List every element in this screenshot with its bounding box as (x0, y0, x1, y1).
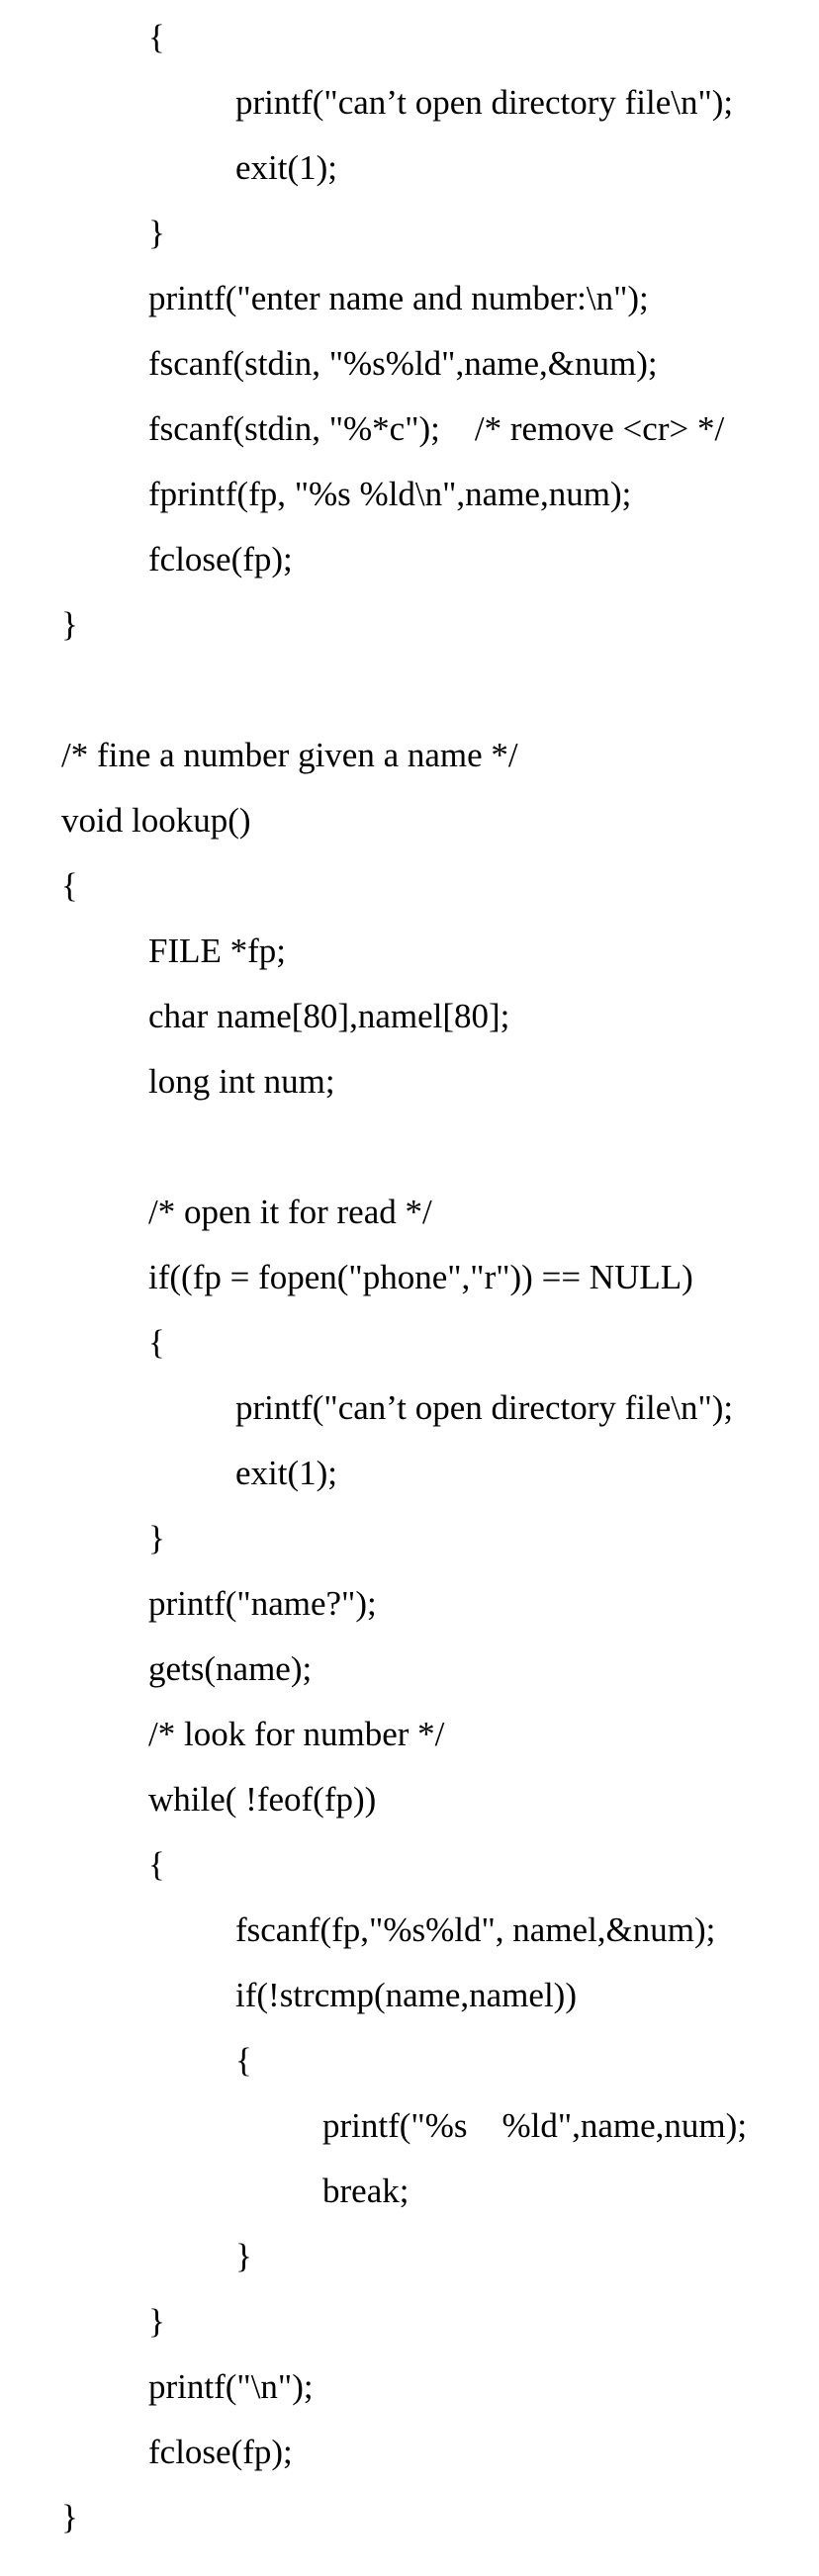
code-line: fscanf(fp,"%s%ld", namel,&num); (235, 1910, 716, 1949)
code-line: if((fp = fopen("phone","r")) == NULL) (148, 1258, 693, 1296)
code-line: exit(1); (235, 148, 338, 187)
code-line: fscanf(stdin, "%*c"); /* remove <cr> */ (148, 409, 725, 448)
code-line: } (61, 605, 78, 644)
code-line: fclose(fp); (148, 540, 293, 578)
code-line: long int num; (148, 1062, 335, 1101)
code-line: printf("can’t open directory file\n"); (235, 1388, 734, 1427)
code-line: } (61, 2498, 78, 2536)
code-line: { (235, 2041, 252, 2080)
code-line: fclose(fp); (148, 2433, 293, 2471)
code-line: } (148, 1519, 165, 1557)
code-line: fscanf(stdin, "%s%ld",name,&num); (148, 344, 658, 383)
code-line: /* open it for read */ (148, 1193, 432, 1231)
code-line: { (148, 18, 165, 56)
code-line: { (148, 1323, 165, 1362)
code-line: char name[80],namel[80]; (148, 997, 510, 1035)
code-line: printf("can’t open directory file\n"); (235, 83, 734, 122)
code-line: /* look for number */ (148, 1715, 445, 1753)
code-line: void lookup() (61, 801, 251, 840)
code-line: printf("%s %ld",name,num); (322, 2106, 748, 2145)
code-line: printf("enter name and number:\n"); (148, 279, 649, 317)
code-line: exit(1); (235, 1454, 338, 1492)
code-line: FILE *fp; (148, 932, 287, 970)
code-line: while( !feof(fp)) (148, 1780, 377, 1819)
code-line: { (148, 1845, 165, 1884)
code-line: printf("\n"); (148, 2367, 314, 2406)
code-line: gets(name); (148, 1649, 313, 1688)
code-line: fprintf(fp, "%s %ld\n",name,num); (148, 475, 632, 513)
code-line: } (148, 2302, 165, 2341)
code-line: printf("name?"); (148, 1584, 377, 1623)
code-line: if(!strcmp(name,namel)) (235, 1976, 577, 2014)
code-line: break; (322, 2172, 410, 2210)
code-line: { (61, 866, 78, 905)
code-line: /* fine a number given a name */ (61, 736, 518, 774)
code-line: } (235, 2237, 252, 2275)
code-line: } (148, 214, 165, 252)
